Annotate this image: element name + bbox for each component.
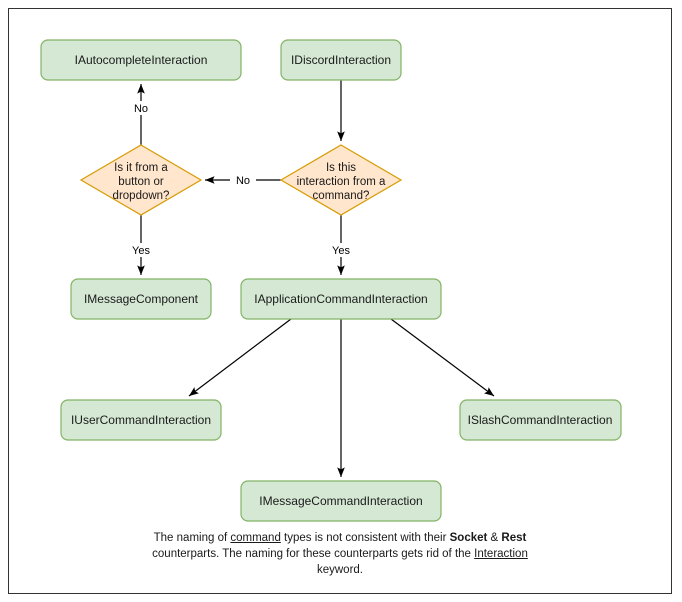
node-discord-interaction[interactable]: IDiscordInteraction: [280, 39, 402, 81]
caption-line-2-part-c: counterparts. The naming for these: [152, 548, 331, 560]
caption-line-1-part-b: types is not consistent with their: [280, 532, 447, 544]
edge-application-to-user-command: [188, 318, 292, 397]
caption-line-2-mid: &: [487, 532, 502, 544]
node-label-application-command: IApplicationCommandInteraction: [254, 292, 427, 306]
caption-line-3-part-b: keyword.: [316, 564, 364, 576]
edge-command-to-application-command: Yes: [328, 215, 354, 275]
node-slash-command-interaction[interactable]: ISlashCommandInteraction: [459, 399, 622, 441]
edge-button-to-autocomplete: No: [128, 84, 154, 145]
decision-button-line-3: dropdown?: [113, 190, 170, 202]
edge-button-to-message-component: Yes: [128, 215, 154, 275]
node-user-command-interaction[interactable]: IUserCommandInteraction: [60, 399, 222, 441]
caption-underline-interaction: Interaction: [474, 548, 528, 560]
decision-button-line-2: button or: [118, 176, 164, 188]
caption-underline-command: command: [230, 532, 281, 544]
edge-label-no-up: No: [134, 103, 148, 115]
caption-bold-rest: Rest: [501, 532, 527, 544]
decision-command-line-2: interaction from a: [297, 176, 386, 188]
edge-label-yes-left: Yes: [132, 245, 150, 257]
edge-label-no-left: No: [236, 175, 250, 187]
node-label-user-command: IUserCommandInteraction: [71, 413, 211, 427]
node-label-autocomplete: IAutocompleteInteraction: [75, 53, 208, 67]
node-label-discord: IDiscordInteraction: [291, 53, 391, 67]
node-decision-from-command[interactable]: Is this interaction from a command?: [279, 144, 403, 216]
edge-command-to-button-decision: No: [205, 173, 281, 187]
edge-label-yes-right: Yes: [332, 245, 350, 257]
node-label-slash-command: ISlashCommandInteraction: [468, 413, 613, 427]
node-message-component[interactable]: IMessageComponent: [70, 278, 212, 320]
node-application-command-interaction[interactable]: IApplicationCommandInteraction: [240, 278, 442, 320]
caption-line-1-part-a: The naming of: [153, 532, 231, 544]
decision-button-line-1: Is it from a: [114, 162, 168, 174]
diagram-caption: The naming of command types is not consi…: [140, 530, 540, 578]
node-decision-button-or-dropdown[interactable]: Is it from a button or dropdown?: [79, 144, 203, 216]
node-message-command-interaction[interactable]: IMessageCommandInteraction: [240, 480, 442, 522]
decision-command-line-3: command?: [313, 190, 370, 202]
caption-bold-socket: Socket: [449, 532, 488, 544]
node-autocomplete-interaction[interactable]: IAutocompleteInteraction: [40, 39, 242, 81]
node-label-message-component: IMessageComponent: [84, 292, 199, 306]
caption-line-3-part-a: counterparts gets rid of the: [334, 548, 475, 560]
node-label-message-command: IMessageCommandInteraction: [259, 494, 422, 508]
decision-command-line-1: Is this: [326, 162, 356, 174]
edge-application-to-slash-command: [390, 318, 495, 397]
